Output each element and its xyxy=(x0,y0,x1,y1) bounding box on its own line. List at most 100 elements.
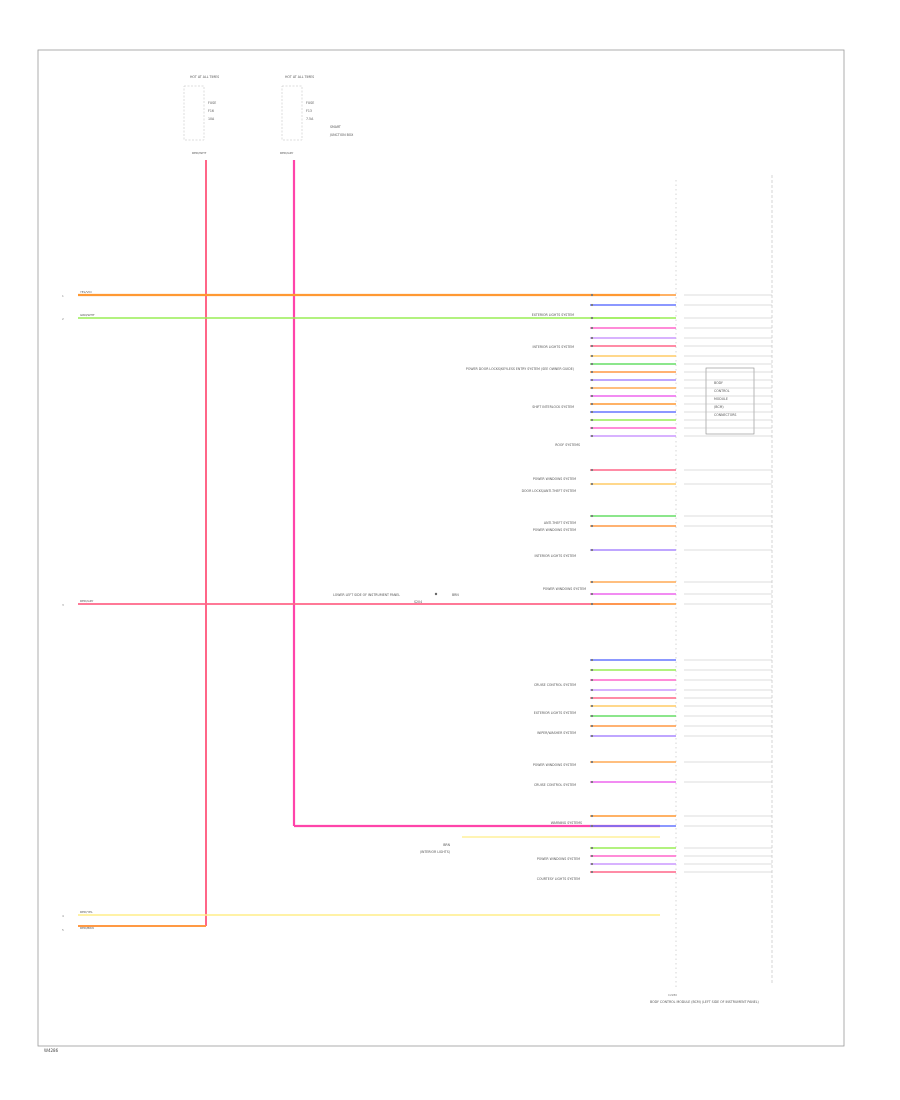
wire-2-label: GRN/WHT xyxy=(80,313,95,317)
diagram-code: W4286 xyxy=(44,1048,59,1053)
system-label: EXTERIOR LIGHTS SYSTEM xyxy=(532,313,575,317)
wire-stub-terminal xyxy=(590,468,594,472)
fuse-a-line-3: 10A xyxy=(208,117,215,121)
fuse-b-line-1: FUSE xyxy=(306,101,314,105)
wire-stub-terminal xyxy=(590,862,594,866)
fuse-a-line-1: FUSE xyxy=(208,101,216,105)
wire-stub-terminal xyxy=(590,704,594,708)
fuse-a-wire-label: RED/WHT xyxy=(192,151,207,155)
wire-stub-terminal xyxy=(590,696,594,700)
junction-splice: S204 xyxy=(414,600,422,604)
wire-1-pin: 1 xyxy=(62,294,64,298)
system-label: WARNING SYSTEMS xyxy=(551,821,582,825)
fuse-b-line-3: 7.5A xyxy=(306,117,314,121)
system-label: COURTESY LIGHTS SYSTEM xyxy=(537,877,581,881)
system-label: POWER WINDOWS SYSTEM xyxy=(533,763,576,767)
fuse-b-line-5: JUNCTION BOX xyxy=(329,133,354,137)
bottom-splice-line-1: BRN xyxy=(443,843,450,847)
junction-label: LOWER LEFT SIDE OF INSTRUMENT PANEL xyxy=(333,593,400,597)
fuse-a-line-2: F16 xyxy=(208,109,214,113)
wire-2-pin: 2 xyxy=(62,317,64,321)
wire-stub-terminal xyxy=(590,780,594,784)
wire-stub-terminal xyxy=(590,362,594,366)
wire-stub-terminal xyxy=(590,814,594,818)
system-label: POWER WINDOWS SYSTEM xyxy=(533,528,576,532)
wire-3-pin: 3 xyxy=(62,603,64,607)
system-label: DOOR LOCKS/ANTI-THEFT SYSTEM xyxy=(522,489,577,493)
system-label: WIPER/WASHER SYSTEM xyxy=(537,731,576,735)
bottom-splice-line-2: (INTERIOR LIGHTS) xyxy=(420,850,450,854)
wire-stub-terminal xyxy=(590,714,594,718)
wire-1-label: YEL/VIO xyxy=(80,290,92,294)
wire-4-pin: 4 xyxy=(62,914,64,918)
wire-stub-terminal xyxy=(590,418,594,422)
wire-stubs xyxy=(590,293,772,874)
diagram-frame xyxy=(37,49,845,1047)
wire-stub-terminal xyxy=(590,326,594,330)
wire-4-label: RED/YEL xyxy=(80,910,93,914)
wire-5-label: RED/BRN xyxy=(80,926,94,930)
wire-stub-terminal xyxy=(590,602,594,606)
fuse-b-wire-label: RED/GRY xyxy=(280,151,294,155)
wire-stub-terminal xyxy=(590,678,594,682)
wire-stub-terminal xyxy=(590,824,594,828)
module-name: BODY CONTROL MODULE (BCM) (LEFT SIDE OF … xyxy=(650,1000,759,1004)
wire-stub-terminal xyxy=(590,344,594,348)
system-label: ANTI-THEFT SYSTEM xyxy=(544,521,576,525)
bcm-box-line-4: (BCM) xyxy=(714,405,724,409)
fuse-b-line-2: F13 xyxy=(306,109,312,113)
wire-stub-terminal xyxy=(590,524,594,528)
wire-5-pin: 5 xyxy=(62,928,64,932)
wire-stub-terminal xyxy=(590,760,594,764)
wire-stub-terminal xyxy=(590,846,594,850)
fuse-a-label: HOT AT ALL TIMES xyxy=(190,75,219,79)
wire-stub-terminal xyxy=(590,592,594,596)
connector-label: C2280 xyxy=(668,993,677,997)
wire-3-label: RED/GRY xyxy=(80,599,94,603)
wire-stub-terminal xyxy=(590,724,594,728)
wire-stub-terminal xyxy=(590,668,594,672)
wire-stub-terminal xyxy=(590,386,594,390)
wire-stub-terminal xyxy=(590,410,594,414)
wire-stub-terminal xyxy=(590,854,594,858)
wire-stub-terminal xyxy=(590,658,594,662)
system-label: ROOF SYSTEMS xyxy=(555,443,580,447)
system-label: INTERIOR LIGHTS SYSTEM xyxy=(535,554,577,558)
wire-stub-terminal xyxy=(590,354,594,358)
fuse-b-label: HOT AT ALL TIMES xyxy=(285,75,314,79)
bcm-box-line-3: MODULE xyxy=(714,397,728,401)
system-label: SHIFT INTERLOCK SYSTEM xyxy=(532,405,574,409)
system-label: EXTERIOR LIGHTS SYSTEM xyxy=(534,711,577,715)
system-label: POWER WINDOWS SYSTEM xyxy=(543,587,586,591)
bcm-box-line-2: CONTROL xyxy=(714,389,730,393)
wire-stub-terminal xyxy=(590,548,594,552)
system-label: INTERIOR LIGHTS SYSTEM xyxy=(533,345,575,349)
system-label: POWER DOOR LOCKS/KEYLESS ENTRY SYSTEM (S… xyxy=(466,367,574,371)
wire-stub-terminal xyxy=(590,402,594,406)
wire-stub-terminal xyxy=(590,316,594,320)
wire-stub-terminal xyxy=(590,482,594,486)
wire-stub-terminal xyxy=(590,580,594,584)
fuse-b: HOT AT ALL TIMES FUSE F13 7.5A SMART JUN… xyxy=(280,75,354,155)
system-labels: EXTERIOR LIGHTS SYSTEM INTERIOR LIGHTS S… xyxy=(466,313,586,881)
fuse-b-line-4: SMART xyxy=(330,125,341,129)
fuse-a: HOT AT ALL TIMES FUSE F16 10A RED/WHT xyxy=(183,75,219,155)
wire-stub-terminal xyxy=(590,426,594,430)
system-label: CRUISE CONTROL SYSTEM xyxy=(534,783,576,787)
wire-stub-terminal xyxy=(590,336,594,340)
junction-dot xyxy=(434,592,438,596)
bcm-box: BODY CONTROL MODULE (BCM) CONNECTORS xyxy=(705,367,755,435)
bcm-box-line-1: BODY xyxy=(714,381,723,385)
wire-stub-terminal xyxy=(590,870,594,874)
junction-wire: BRN xyxy=(452,593,459,597)
system-label: CRUISE CONTROL SYSTEM xyxy=(534,683,576,687)
wire-stub-terminal xyxy=(590,378,594,382)
system-label: POWER WINDOWS SYSTEM xyxy=(537,857,580,861)
system-label: POWER WINDOWS SYSTEM xyxy=(533,477,576,481)
wire-stub-terminal xyxy=(590,370,594,374)
wire-stub-terminal xyxy=(590,303,594,307)
wire-stub-terminal xyxy=(590,293,594,297)
bcm-box-line-5: CONNECTORS xyxy=(714,413,736,417)
wire-stub-terminal xyxy=(590,514,594,518)
